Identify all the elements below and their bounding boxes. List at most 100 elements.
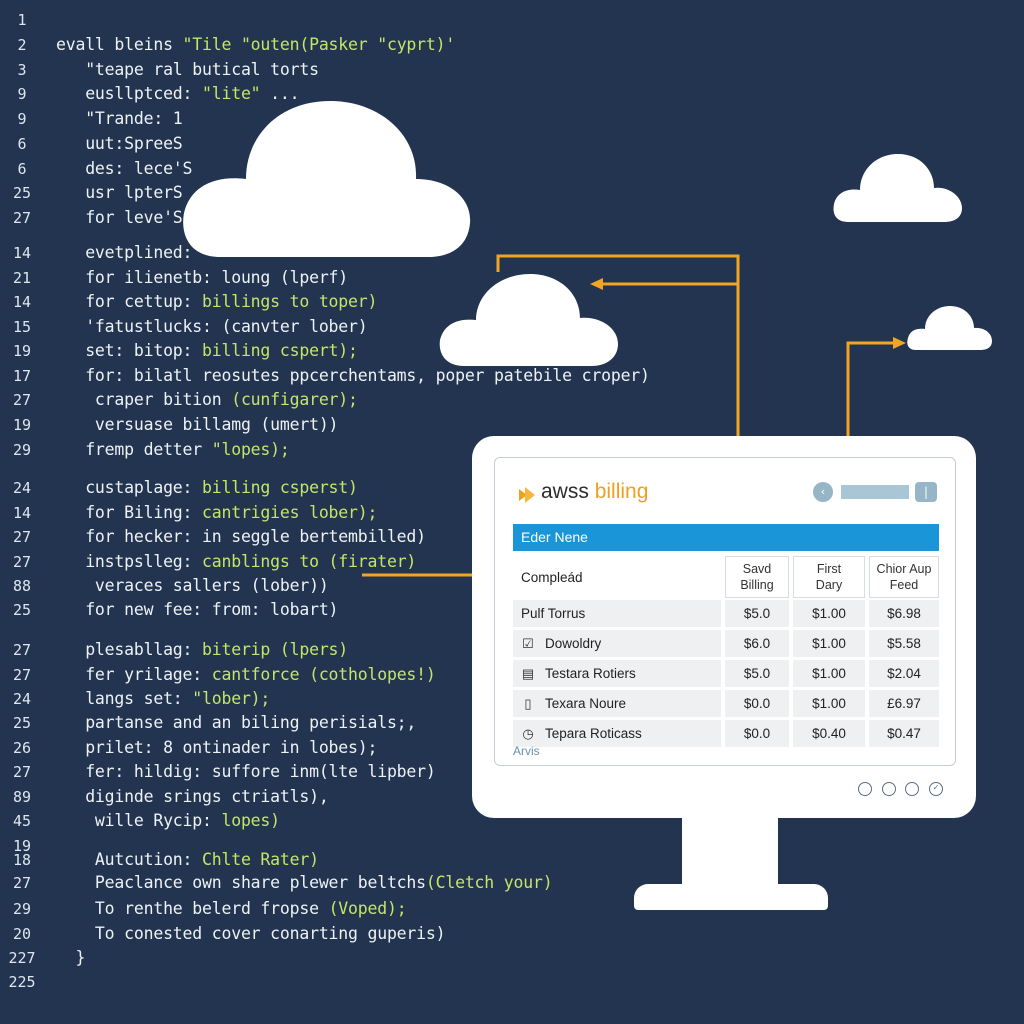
billing-screen: awss billing ‹ | Eder Nene Compleád Savd… — [494, 457, 956, 766]
code-text: versuase billamg (umert)) — [56, 415, 339, 434]
line-number: 27 — [12, 874, 32, 892]
code-line: Peaclance own share plewer beltchs(Cletc… — [56, 873, 553, 892]
code-line: } — [56, 948, 85, 967]
code-line: evetplined: — [56, 243, 192, 262]
table-row-name[interactable]: Pulf Torrus — [513, 600, 721, 627]
code-line: fer yrilage: cantforce (cotholopes!) — [56, 665, 436, 684]
table-cell: £6.97 — [869, 690, 939, 717]
code-line: veraces sallers (lober)) — [56, 576, 329, 595]
table-cell: $1.00 — [793, 630, 865, 657]
code-text: Autcution: — [56, 850, 203, 869]
line-number: 6 — [17, 160, 27, 178]
code-string: billing csperst) — [202, 478, 358, 497]
cloud-icon — [833, 154, 962, 222]
column-header: Chior Aup Feed — [869, 556, 939, 598]
code-text: ... — [260, 84, 300, 103]
line-number: 17 — [12, 367, 32, 385]
line-number: 27 — [12, 641, 32, 659]
table-cell: $0.0 — [725, 690, 789, 717]
code-text: prilet: 8 ontinader in lobes); — [56, 738, 378, 757]
line-number: 14 — [12, 293, 32, 311]
code-text: uut:SpreeS — [56, 134, 183, 153]
code-line: wille Rycip: lopes) — [56, 811, 280, 830]
code-text: for cettup: — [56, 292, 203, 311]
page-dot[interactable] — [858, 782, 872, 796]
code-line: uut:SpreeS — [56, 134, 183, 153]
code-line: "Trande: 1 — [56, 109, 183, 128]
table-header-bar: Eder Nene — [513, 524, 939, 551]
code-line: versuase billamg (umert)) — [56, 415, 339, 434]
code-text: langs set: — [56, 689, 193, 708]
code-string: billings to toper) — [202, 292, 378, 311]
table-cell: $5.0 — [725, 600, 789, 627]
code-line: for: bilatl reosutes ppcerchentams, pope… — [56, 366, 650, 385]
line-number: 225 — [8, 973, 36, 991]
code-line: for leve'S — [56, 208, 183, 227]
code-line: des: lece'S — [56, 159, 192, 178]
code-line: Autcution: Chlte Rater) — [56, 850, 319, 869]
code-text: wille Rycip: — [56, 811, 222, 830]
code-string: biterip (lpers) — [202, 640, 349, 659]
chevron-left-icon[interactable]: ‹ — [813, 482, 833, 502]
table-cell: $2.04 — [869, 660, 939, 687]
code-text: Peaclance own share plewer beltchs — [56, 873, 426, 892]
line-number: 27 — [12, 528, 32, 546]
line-number: 14 — [12, 504, 32, 522]
code-line: plesabllag: biterip (lpers) — [56, 640, 348, 659]
table-cell: $0.47 — [869, 720, 939, 747]
line-number: 27 — [12, 666, 32, 684]
table-row-name[interactable]: ▤Testara Rotiers — [513, 660, 721, 687]
line-number: 19 — [12, 342, 32, 360]
table-cell: $1.00 — [793, 600, 865, 627]
page-dot[interactable] — [905, 782, 919, 796]
code-text: des: lece'S — [56, 159, 193, 178]
code-line: eusllptced: "lite" ... — [56, 84, 299, 103]
code-line: 'fatustlucks: (canvter lober) — [56, 317, 367, 336]
code-string: "lober); — [192, 689, 271, 708]
code-line: diginde srings ctriatls), — [56, 787, 329, 806]
code-line: evall bleins "Tile "outen(Pasker "cyprt)… — [56, 35, 455, 54]
table-row-name[interactable]: ▯Texara Noure — [513, 690, 721, 717]
code-line: for cettup: billings to toper) — [56, 292, 377, 311]
check-circle-icon[interactable]: ✓ — [929, 782, 943, 796]
line-number: 24 — [12, 479, 32, 497]
code-string: billing cspert); — [202, 341, 358, 360]
aws-logo-icon — [519, 487, 535, 503]
table-row-name[interactable]: ☑ Dowoldry — [513, 630, 721, 657]
table-cell: $6.98 — [869, 600, 939, 627]
brand-title: awss billing — [541, 480, 648, 504]
page-dot[interactable] — [882, 782, 896, 796]
row-label: Dowoldry — [545, 636, 602, 651]
code-line: usr lpterS — [56, 183, 183, 202]
table-cell: $1.00 — [793, 690, 865, 717]
document-icon: ▤ — [521, 665, 535, 681]
code-line: for new fee: from: lobart) — [56, 600, 338, 619]
code-line: To renthe belerd fropse (Voped); — [56, 899, 407, 918]
brand-suffix: billing — [588, 480, 649, 503]
line-number: 19 — [12, 837, 32, 855]
code-text: for Biling: — [56, 503, 203, 522]
line-number: 14 — [12, 244, 32, 262]
checkbox-icon: ☑ — [522, 635, 534, 651]
nav-progress-bar — [841, 485, 909, 499]
code-string: "Tile "outen(Pasker "cyprt)' — [182, 35, 456, 54]
code-line: "teape ral butical torts — [56, 60, 319, 79]
menu-icon[interactable]: | — [915, 482, 937, 502]
clock-icon: ◷ — [522, 725, 534, 741]
code-string: cantrigies lober); — [202, 503, 378, 522]
code-text: set: bitop: — [56, 341, 203, 360]
code-text: fremp detter — [56, 440, 212, 459]
line-number: 89 — [12, 788, 32, 806]
cloud-icon — [183, 101, 471, 257]
line-number: 29 — [12, 441, 32, 459]
line-number: 20 — [12, 925, 32, 943]
code-text: for leve'S — [56, 208, 183, 227]
table-row-name[interactable]: ◷Tepara Roticass — [513, 720, 721, 747]
line-number: 15 — [12, 318, 32, 336]
line-number: 18 — [12, 851, 32, 869]
code-text: usr lpterS — [56, 183, 183, 202]
code-string: canblings to (firater) — [202, 552, 417, 571]
code-text: custaplage: — [56, 478, 203, 497]
row-label-header: Compleád — [513, 556, 721, 598]
